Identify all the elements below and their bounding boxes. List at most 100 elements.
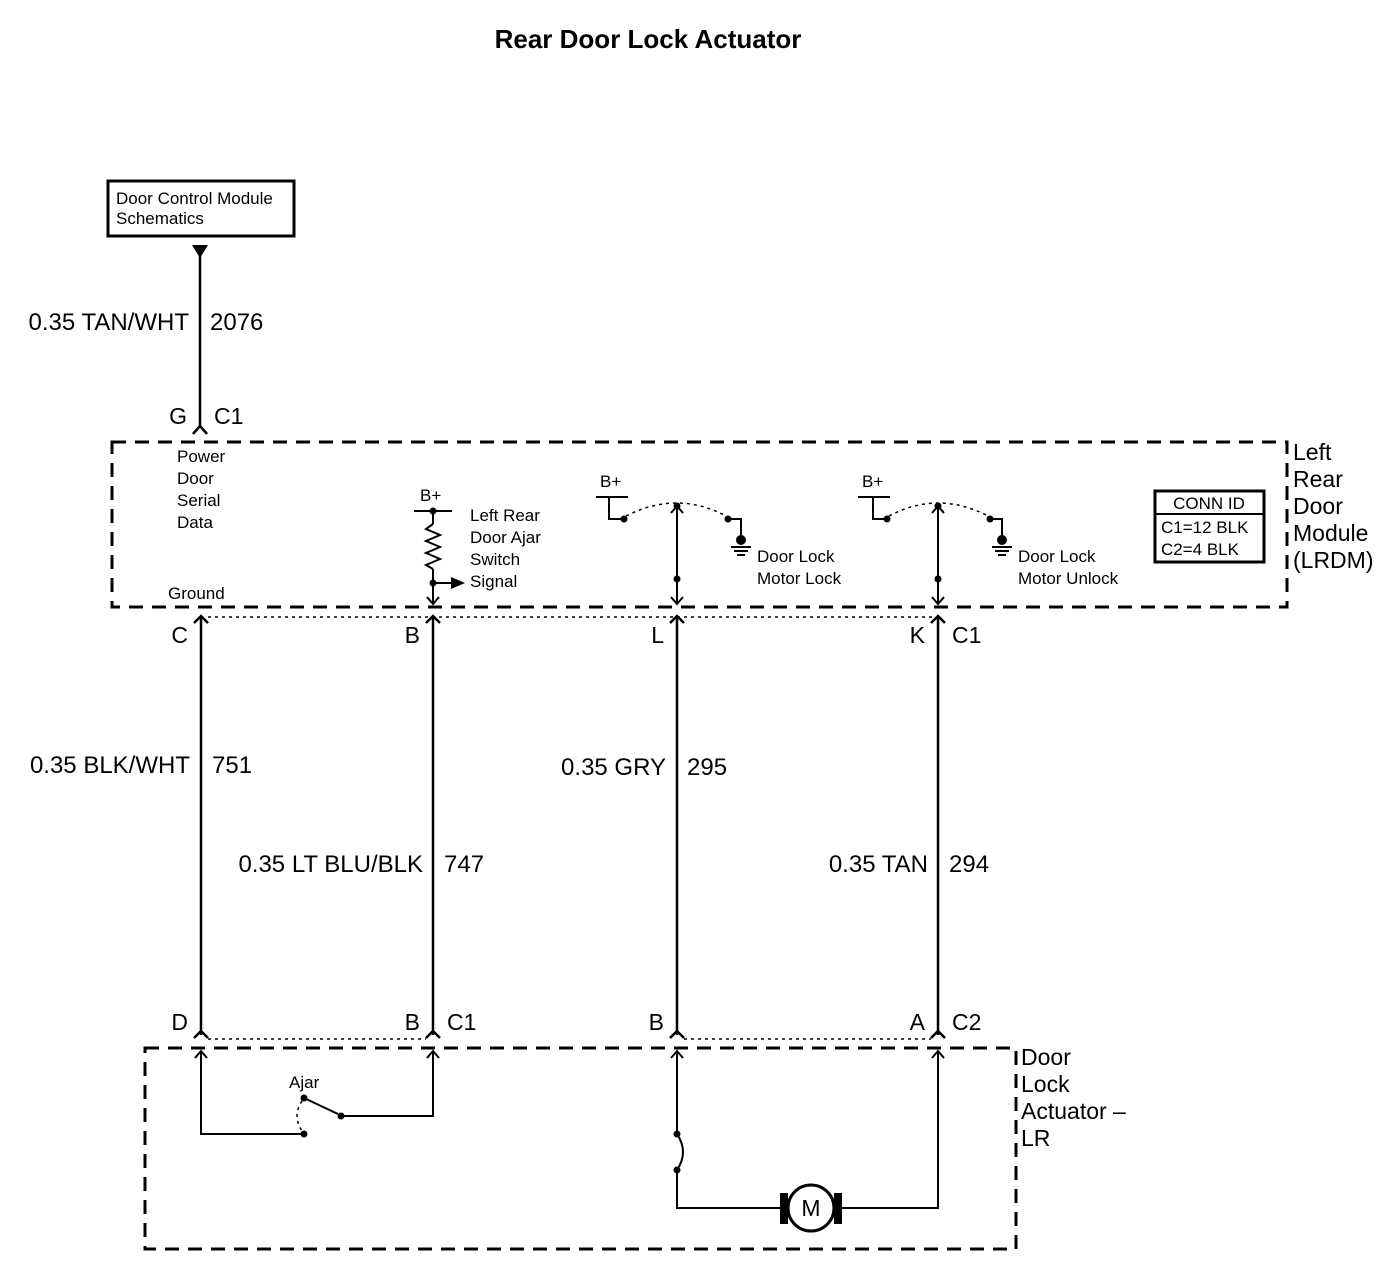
pin-b2-label: B [649,1009,664,1035]
pin-b1-label: B [405,1009,420,1035]
conn-id-row-1: C1=12 BLK [1161,518,1249,537]
ajar-pullup-resistor-icon [423,523,443,570]
lrdm-name-line-1: Left [1293,439,1332,465]
ajar-switch-signal-lead [341,1051,434,1117]
ajar-signal-line-2: Door Ajar [470,528,541,547]
ajar-terminal-arrow-icon [426,596,440,606]
wire-747-label: 0.35 LT BLU/BLK [238,851,423,878]
ground-icon [731,546,751,556]
wire-747-circuit: 747 [444,851,484,878]
connector-c2-actuator-label: C2 [952,1009,981,1035]
reference-box [106,179,296,238]
ground-icon [992,546,1012,556]
lock-motor-line-2: Motor Lock [757,569,842,588]
actuator-name-line-3: Actuator – [1021,1098,1126,1124]
motor-limit-switch-arm [676,1133,684,1171]
lock-relay-up-arrow-icon [670,504,684,514]
wire-2076-circuit: 2076 [210,309,263,336]
connector-l-icon [669,614,685,624]
unlock-relay-throw [888,502,989,517]
ajar-switch-throw [296,1100,303,1132]
unlock-motor-line-2: Motor Unlock [1018,569,1119,588]
lock-relay-supply-lead [608,497,624,520]
unlock-terminal-arrow-icon [931,596,945,606]
lrdm-name-line-4: Module [1293,520,1368,546]
ajar-signal-arrow-icon [451,577,465,589]
ajar-switch-arm [303,1097,339,1115]
b-plus-ajar-label: B+ [420,486,441,505]
serial-data-line-4: Data [177,513,213,532]
actuator-name-line-2: Lock [1021,1071,1070,1097]
connector-b-icon [425,614,441,624]
lock-ground-node [736,535,746,545]
wire-295-circuit: 295 [687,754,727,781]
serial-data-line-1: Power [177,447,226,466]
reference-box-line-2: Schematics [116,209,204,228]
lock-ground-lead [728,518,742,539]
unlock-relay-contact-left [883,515,891,523]
lock-output-node [673,575,681,583]
actuator-box [143,1046,1018,1251]
conn-id-table: CONN ID C1=12 BLK C2=4 BLK [1153,489,1266,564]
connector-k-icon [930,614,946,624]
connector-d-icon [193,1029,209,1039]
ajar-switch-contact-2 [300,1130,308,1138]
connector-c1-actuator-label: C1 [447,1009,476,1035]
connector-a-icon [930,1029,946,1039]
pin-l-label: L [651,622,664,648]
conn-id-row-2: C2=4 BLK [1161,540,1240,559]
connector-b2-icon [669,1029,685,1039]
serial-data-line-2: Door [177,469,214,488]
b-plus-unlock-label: B+ [862,472,883,491]
pin-c-label: C [171,622,188,648]
wire-294-circuit: 294 [949,851,989,878]
motor-unlock-lead [840,1051,939,1209]
unlock-motor-line-1: Door Lock [1018,547,1096,566]
motor-lock-lead-bottom [676,1170,782,1209]
lrdm-name-line-2: Rear [1293,466,1343,492]
lock-motor-line-1: Door Lock [757,547,835,566]
unlock-output-node [934,575,942,583]
serial-data-line-3: Serial [177,491,220,510]
motor-icon [780,1183,842,1233]
lock-terminal-arrow-icon [670,596,684,606]
wire-751-circuit: 751 [212,752,252,779]
wire-2076-label: 0.35 TAN/WHT [29,309,190,336]
lrdm-module-box [110,440,1289,609]
lock-relay-throw [625,502,727,517]
connector-c-icon [193,614,209,624]
conn-id-header: CONN ID [1173,494,1245,513]
pin-b-label: B [405,622,420,648]
ajar-switch-contact-3 [337,1112,345,1120]
ajar-signal-line-4: Signal [470,572,517,591]
connector-c1-top-label: C1 [214,403,243,429]
ajar-signal-line-1: Left Rear [470,506,540,525]
unlock-relay-supply-lead [872,497,887,520]
pin-g-label: G [169,403,187,429]
ground-label: Ground [168,584,225,603]
b-plus-lock-label: B+ [600,472,621,491]
ajar-switch-ground-lead [200,1051,304,1135]
connector-c1-module-label: C1 [952,622,981,648]
pin-d-label: D [171,1009,188,1035]
motor-label: M [801,1195,820,1221]
actuator-name-line-4: LR [1021,1125,1050,1151]
pin-a-label: A [910,1009,926,1035]
connector-g-icon [192,424,208,435]
lrdm-name-line-5: (LRDM) [1293,547,1374,573]
actuator-name-line-1: Door [1021,1044,1071,1070]
lrdm-name-line-3: Door [1293,493,1343,519]
diagram-title: Rear Door Lock Actuator [495,24,802,54]
connector-b1-icon [425,1029,441,1039]
reference-box-line-1: Door Control Module [116,189,273,208]
ajar-signal-line-3: Switch [470,550,520,569]
wire-294-label: 0.35 TAN [829,851,928,878]
unlock-relay-up-arrow-icon [931,504,945,514]
wire-751-label: 0.35 BLK/WHT [30,752,190,779]
unlock-ground-lead [990,518,1003,539]
lock-relay-contact-left [620,515,628,523]
pin-k-label: K [910,622,926,648]
ajar-switch-label: Ajar [289,1073,320,1092]
unlock-ground-node [997,535,1007,545]
